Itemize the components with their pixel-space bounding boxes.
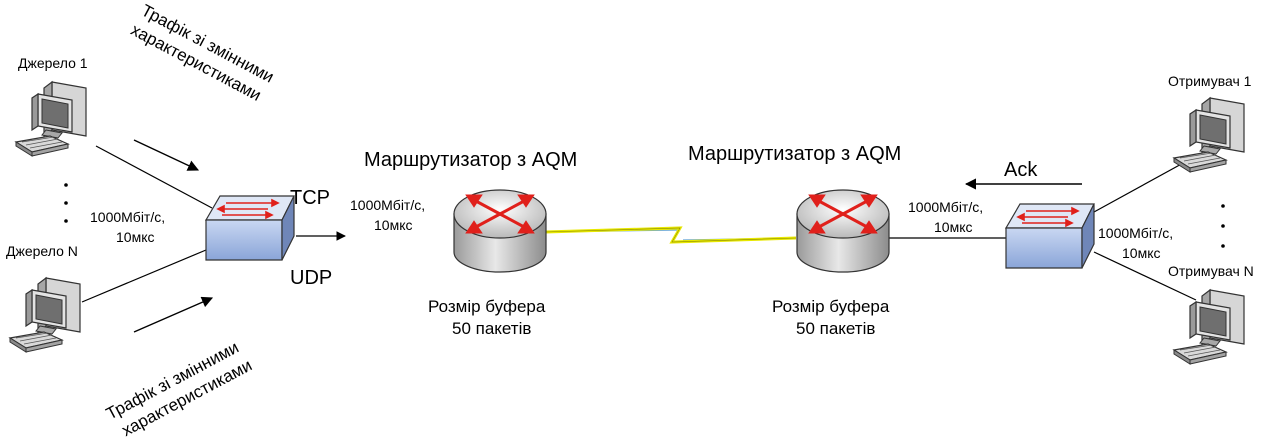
receiver-N-label: Отримувач N <box>1168 263 1254 279</box>
source-ellipsis-dots <box>64 183 68 223</box>
receiver-link-speed: 1000Мбіт/с, <box>1098 225 1173 241</box>
link-source1-switch <box>95 145 213 209</box>
router-right-icon <box>795 188 891 274</box>
router-right-link-delay: 10мкс <box>934 219 972 235</box>
router-right-buffer-line1: Розмір буфера <box>772 297 890 316</box>
receiver-N-computer-icon <box>1173 289 1245 365</box>
router-left-buffer-line2: 50 пакетів <box>452 319 531 338</box>
receiver-1-label: Отримувач 1 <box>1168 73 1252 89</box>
ack-label: Ack <box>1004 159 1038 181</box>
router-right-title: Маршрутизатор з AQM <box>688 143 901 165</box>
link-sourceN-switch <box>81 249 207 303</box>
traffic-arrow-top <box>133 139 200 171</box>
udp-label: UDP <box>290 267 332 289</box>
source-1-computer-icon <box>15 81 87 157</box>
source-link-speed: 1000Мбіт/с, <box>90 209 165 225</box>
receiver-switch-icon <box>1005 203 1095 269</box>
receiver-link-delay: 10мкс <box>1122 245 1160 261</box>
router-right-link-speed: 1000Мбіт/с, <box>908 199 983 215</box>
receiver-1-computer-icon <box>1173 97 1245 173</box>
router-right-buffer-line2: 50 пакетів <box>796 319 875 338</box>
source-1-label: Джерело 1 <box>18 55 88 71</box>
source-N-label: Джерело N <box>6 243 78 259</box>
router-left-link-speed: 1000Мбіт/с, <box>350 197 425 213</box>
source-link-delay: 10мкс <box>116 229 154 245</box>
source-N-computer-icon <box>9 277 81 353</box>
traffic-arrow-bottom <box>133 296 214 333</box>
tcp-label: TCP <box>290 187 330 209</box>
wan-link-bolt-outline <box>544 227 797 243</box>
router-left-title: Маршрутизатор з AQM <box>364 149 577 171</box>
router-left-buffer-line1: Розмір буфера <box>428 297 546 316</box>
receiver-ellipsis-dots <box>1221 204 1225 248</box>
router-left-icon <box>452 188 548 274</box>
source-switch-icon <box>205 195 295 261</box>
router-left-link-delay: 10мкс <box>374 217 412 233</box>
link-switch-receiverN <box>1093 251 1197 301</box>
